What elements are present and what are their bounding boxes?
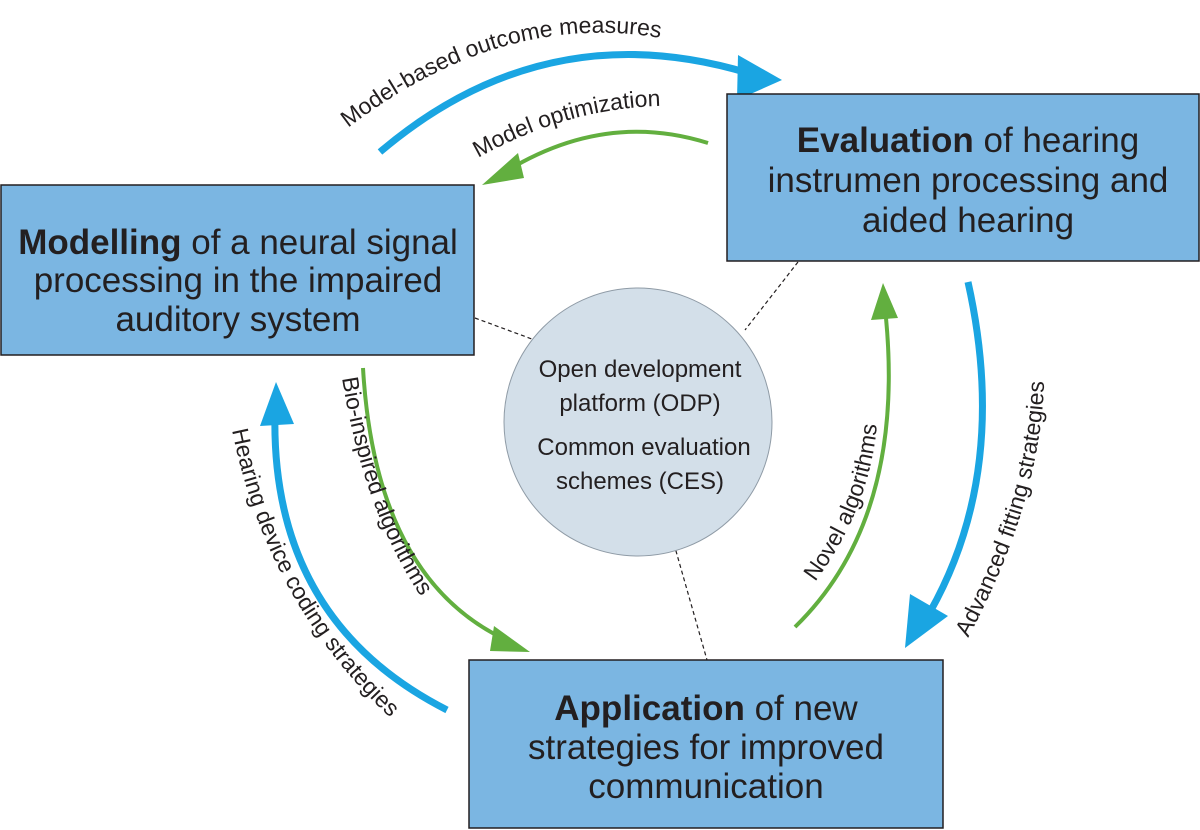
center-line-4: schemes (CES) bbox=[556, 468, 724, 495]
box-evaluation: Evaluation of hearing instrumen processi… bbox=[726, 93, 1200, 262]
box-modelling: Modelling of a neural signal processing … bbox=[0, 184, 475, 356]
modelling-line-2: processing in the impaired bbox=[34, 261, 443, 300]
connector-application bbox=[671, 536, 708, 661]
evaluation-line-3: aided hearing bbox=[862, 201, 1074, 240]
connector-evaluation bbox=[744, 261, 799, 331]
application-line-1: Application of new bbox=[554, 689, 858, 728]
center-line-3: Common evaluation bbox=[537, 434, 750, 461]
modelling-line-3: auditory system bbox=[115, 300, 360, 339]
center-line-2: platform (ODP) bbox=[559, 390, 720, 417]
box-application: Application of new strategies for improv… bbox=[468, 659, 944, 829]
arrow-model-based-outcome bbox=[377, 51, 782, 155]
center-circle: Open development platform (ODP) Common e… bbox=[503, 287, 773, 557]
evaluation-line-2: instrumen processing and bbox=[768, 161, 1169, 200]
application-line-3: communication bbox=[588, 767, 823, 806]
arrow-bio-inspired bbox=[361, 367, 530, 652]
arrow-novel-algorithms bbox=[793, 283, 898, 629]
label-bio-inspired: Bio-inspired algorithms bbox=[337, 375, 438, 600]
label-model-optimization: Model optimization bbox=[468, 85, 661, 162]
application-line-2: strategies for improved bbox=[528, 728, 884, 767]
label-advanced-fitting: Advanced fitting strategies bbox=[949, 380, 1049, 640]
arrow-hearing-device-coding bbox=[260, 382, 449, 714]
center-line-1: Open development bbox=[539, 356, 742, 383]
connector-lines bbox=[474, 261, 799, 661]
modelling-line-1: Modelling of a neural signal bbox=[18, 223, 458, 262]
arrow-advanced-fitting bbox=[905, 281, 986, 648]
arrow-model-optimization bbox=[482, 129, 709, 185]
connector-modelling bbox=[474, 317, 541, 343]
evaluation-line-1: Evaluation of hearing bbox=[797, 121, 1139, 160]
